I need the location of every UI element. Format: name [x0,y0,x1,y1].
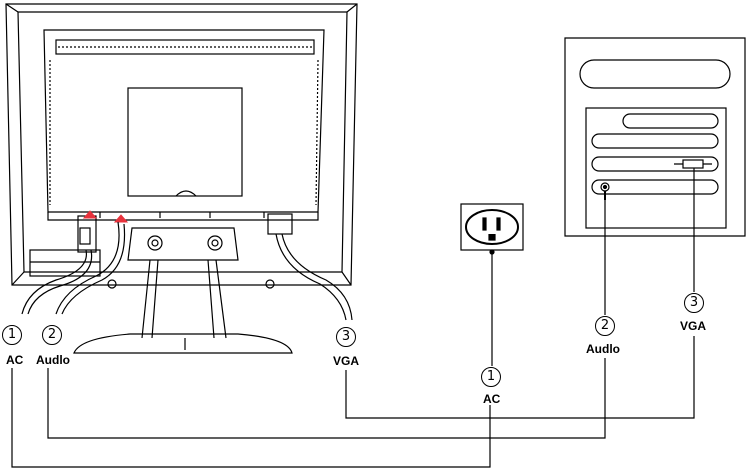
monitor-cables [21,221,353,321]
vga-label-monitor: VGA [333,354,360,368]
ac-label-outlet: AC [483,392,501,406]
computer-tower [564,37,746,237]
power-outlet [460,203,524,255]
vga-number-pc: 3 [684,293,704,313]
audio-label-monitor: Audlo [36,353,70,367]
vga-label-pc: VGA [680,319,707,333]
ac-number-monitor: 1 [2,325,22,345]
audio-number-monitor: 2 [42,325,62,345]
audio-label-pc: Audlo [586,342,620,356]
cable-routes [11,168,695,468]
audio-number-pc: 2 [595,316,615,336]
vga-number-monitor: 3 [336,327,356,347]
ac-number-outlet: 1 [481,367,501,387]
ac-label-monitor: AC [6,353,24,367]
monitor-rear [5,3,358,354]
